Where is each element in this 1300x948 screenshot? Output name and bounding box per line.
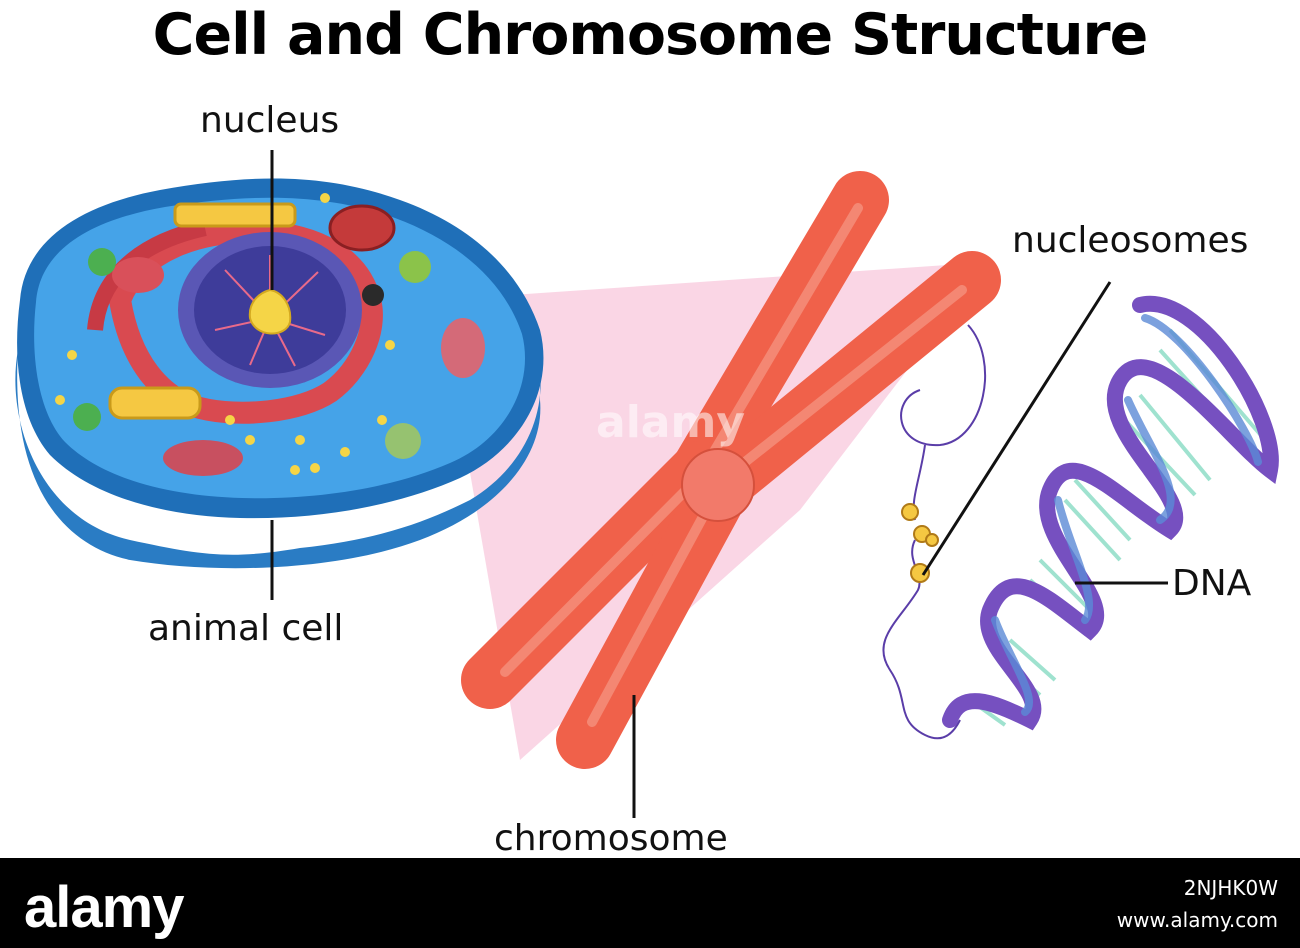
vacuole-green-3 (385, 423, 421, 459)
centriole (362, 284, 384, 306)
chromosome-illustration (461, 171, 1001, 769)
nucleosomes-label: nucleosomes (1012, 220, 1249, 261)
chromatin-fiber (882, 324, 987, 740)
nucleus-label: nucleus (200, 100, 340, 141)
ribosomes (55, 193, 395, 475)
alamy-logo: alamy (24, 875, 184, 940)
mitochondrion-right (441, 318, 485, 378)
mitochondrion (328, 204, 396, 252)
chromatid-highlight-4 (587, 495, 717, 727)
footer-bar: alamy 2NJHK0W www.alamy.com (0, 858, 1300, 948)
image-id: 2NJHK0W (1183, 876, 1278, 900)
chromosome-label: chromosome (494, 818, 728, 859)
golgi-apparatus (108, 386, 202, 420)
dna-backbone-back (991, 314, 1262, 716)
dna-label: DNA (1172, 563, 1252, 604)
chromatid-highlight-1 (707, 203, 863, 460)
animal-cell-illustration (15, 178, 544, 569)
golgi-apparatus-top (173, 202, 297, 228)
image-id-block: 2NJHK0W www.alamy.com (1117, 872, 1278, 936)
mitochondrion-left (112, 257, 164, 293)
page-title: Cell and Chromosome Structure (152, 2, 1149, 68)
centromere (681, 448, 755, 522)
chromatid-highlight-2 (730, 285, 967, 475)
vacuole-green-1 (88, 248, 116, 276)
leader-lines (270, 150, 1168, 818)
chromatid-highlight-3 (500, 479, 697, 677)
dna-backbone-front (942, 295, 1279, 731)
nucleolus (248, 288, 292, 335)
vacuole-green-2 (399, 251, 431, 283)
nucleosomes-leader-line (921, 281, 1112, 576)
vacuole-green-4 (73, 403, 101, 431)
nucleosome-beads (901, 503, 939, 583)
dna-helix (942, 295, 1279, 731)
site-url: www.alamy.com (1116, 908, 1278, 932)
mitochondrion-bottom (163, 440, 243, 476)
center-watermark: alamy (596, 397, 745, 448)
animal-cell-label: animal cell (148, 608, 344, 649)
